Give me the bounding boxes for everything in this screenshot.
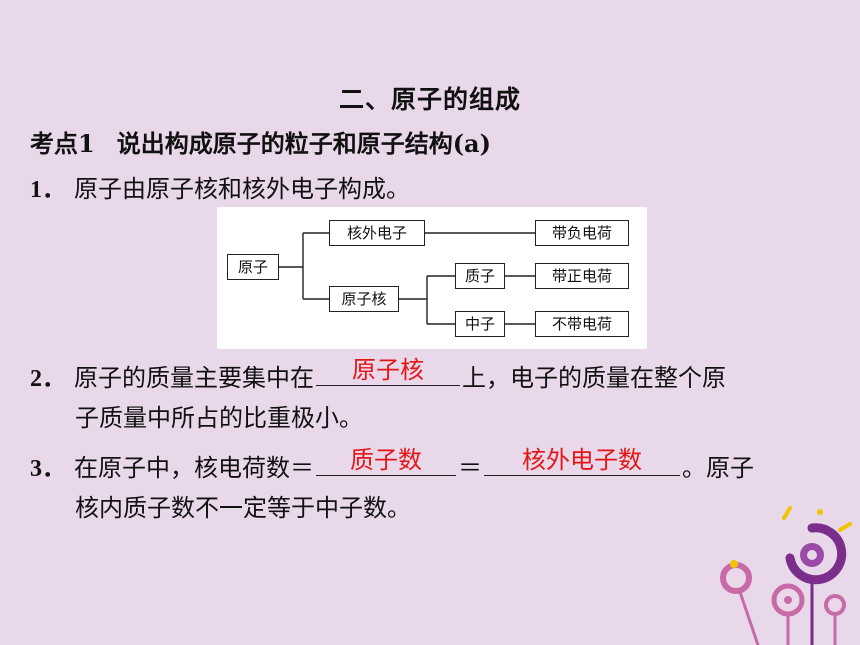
node-atom: 原子 — [227, 254, 279, 280]
item-1-number: 1． — [30, 177, 66, 203]
item-3-text-before: 在原子中，核电荷数＝ — [74, 454, 314, 482]
kaodian-line: 考点1 说出构成原子的粒子和原子结构(a) — [30, 127, 491, 161]
item-3-line-2: 核内质子数不一定等于中子数。 — [75, 494, 411, 522]
item-3-text-after: 。原子 — [682, 454, 754, 482]
node-negative-charge: 带负电荷 — [535, 220, 629, 246]
answer-blank-nucleus: 原子核 — [316, 357, 460, 386]
node-nucleus: 原子核 — [329, 286, 399, 312]
atom-structure-diagram: 原子 核外电子 原子核 质子 中子 带负电荷 带正电荷 不带电荷 — [217, 207, 647, 349]
node-neutron: 中子 — [455, 311, 505, 337]
node-electron: 核外电子 — [329, 220, 425, 246]
decorative-circles-graphic — [720, 506, 852, 645]
item-3-equals: ＝ — [458, 454, 482, 482]
kaodian-text: 说出构成原子的粒子和原子结构(a) — [116, 129, 491, 158]
diagram-connectors — [279, 232, 535, 325]
answer-protons: 质子数 — [350, 446, 422, 474]
item-3: 3． 在原子中，核电荷数＝ 质子数 ＝ 核外电子数 。原子 — [30, 447, 754, 486]
item-1-text: 原子由原子核和核外电子构成。 — [74, 175, 410, 203]
node-positive-charge: 带正电荷 — [535, 263, 629, 289]
item-3-number: 3． — [30, 456, 66, 482]
item-2: 2． 原子的质量主要集中在 原子核 上，电子的质量在整个原 — [30, 357, 726, 396]
item-2-line-2: 子质量中所占的比重极小。 — [75, 404, 363, 432]
section-title: 二、原子的组成 — [338, 85, 521, 114]
item-2-number: 2． — [30, 366, 66, 392]
answer-blank-electrons: 核外电子数 — [484, 447, 680, 476]
kaodian-label: 考点1 — [30, 129, 95, 158]
node-neutral-charge: 不带电荷 — [535, 311, 629, 337]
node-proton: 质子 — [455, 263, 505, 289]
answer-nucleus: 原子核 — [352, 356, 424, 384]
answer-blank-protons: 质子数 — [316, 447, 456, 476]
answer-electrons: 核外电子数 — [522, 446, 642, 474]
item-1: 1． 原子由原子核和核外电子构成。 — [30, 172, 410, 207]
item-2-text-before: 原子的质量主要集中在 — [74, 364, 314, 392]
item-2-text-after: 上，电子的质量在整个原 — [462, 364, 726, 392]
